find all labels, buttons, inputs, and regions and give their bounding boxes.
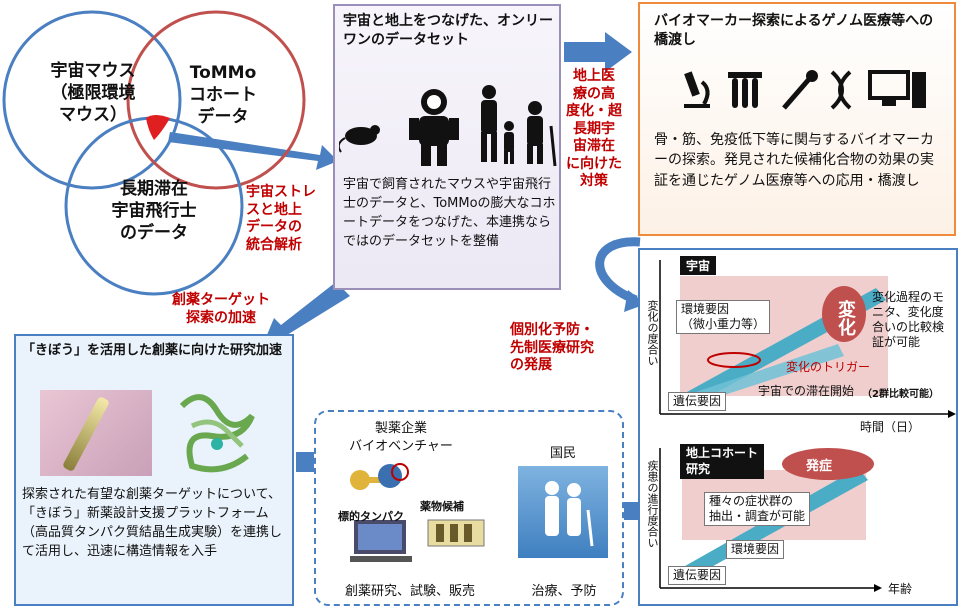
ground-chart-env-factor: 環境要因: [726, 540, 785, 559]
citizens-label: 国民: [549, 446, 576, 461]
astronaut-icon: [409, 89, 459, 166]
ground-chart-symptoms: 種々の症状群の抽出・調査が可能: [704, 492, 811, 526]
ground-chart-onset-label: 発症: [806, 459, 833, 474]
pharma-company-label: 製薬企業バイオベンチャー: [349, 421, 453, 454]
space-chart-stay-start: 宇宙での滞在開始: [758, 384, 855, 398]
space-chart-genetic-factor: 遺伝要因: [668, 392, 727, 411]
ground-chart-xlabel: 年齢: [888, 582, 913, 596]
curved-arrow-biomarker-to-chart: [595, 237, 641, 305]
drug-discovery-illustration: [350, 463, 485, 562]
dataset-icons: [339, 85, 557, 167]
venn-circle-mouse: [2, 10, 182, 190]
space-chart-change-desc: 変化過程のモニタ、変化度 合いの比較検証が可能: [872, 290, 945, 349]
space-chart-env-factor: 環境要因（微小重力等）: [676, 300, 771, 334]
ground-chart-x-arrow: [874, 584, 882, 592]
mouse-icon: [339, 125, 380, 153]
space-chart-xlabel: 時間（日）: [860, 420, 921, 434]
space-chart-x-arrow: [948, 410, 956, 418]
elderly-couple-photo: [518, 466, 608, 558]
family-icon: [481, 85, 557, 167]
treatment-label: 治療、予防: [531, 584, 597, 599]
kibo-body: 探索された有望な創薬ターゲットについて、「きぼう」新薬設計支援プラットフォーム（…: [22, 487, 283, 559]
biomarker-icons: [684, 70, 926, 110]
ground-chart-onset-ellipse: [782, 448, 874, 480]
venn-label-astronaut: 長期滞在宇宙飛行士のデータ: [111, 179, 197, 244]
space-chart-trigger-label: 変化のトリガー: [786, 360, 871, 374]
space-chart-change-ellipse: [822, 286, 866, 342]
venn-circle-tommo: [126, 10, 306, 190]
target-protein-label: 標的タンパク: [338, 510, 404, 523]
label-personalized-medicine: 個別化予防・先制医療研究の発展: [510, 322, 594, 373]
venn-label-mouse: 宇宙マウス（極限環境マウス）: [50, 61, 136, 126]
space-chart-trigger-ellipse: [707, 352, 761, 368]
ground-chart-ylabel: 疾患の進行度合い: [646, 460, 659, 548]
activities-label: 創薬研究、試験、販売: [344, 584, 475, 599]
key-icon: [350, 463, 409, 490]
arrow-dataset-to-biomarker: [564, 32, 632, 72]
space-chart-change-label: 変化: [835, 300, 856, 336]
crystal-shape: [61, 395, 111, 473]
curved-arrow-head: [624, 290, 646, 312]
biomarker-body: 骨・筋、免疫低下等に関与するバイオマーカーの探索。発見された候補化合物の効果の実…: [654, 132, 934, 189]
space-chart-tag: 宇宙: [680, 256, 717, 275]
dataset-body: 宇宙で飼育されたマウスや宇宙飛行士のデータと、ToMMoの膨大なコホートデータを…: [343, 177, 556, 249]
arrow-dataset-to-kibo: [262, 282, 350, 347]
pill-bottles-icon: [427, 519, 485, 547]
test-tubes-icon: [728, 72, 762, 108]
venn-intersection: [146, 115, 170, 140]
elderly-couple-icon: [545, 481, 594, 547]
dataset-title: 宇宙と地上をつなげた、オンリーワンのデータセット: [343, 13, 553, 48]
space-chart: [659, 260, 956, 418]
protein-structure-image: [179, 394, 255, 473]
microscope-icon: [684, 71, 710, 108]
dataset-box: 宇宙と地上をつなげた、オンリーワンのデータセット: [333, 4, 561, 290]
arrow-venn-to-dataset: [168, 132, 338, 170]
space-chart-comparison: （2群比較可能）: [862, 389, 939, 400]
space-chart-ylabel: 変化の度合い: [646, 300, 659, 366]
computer-icon: [868, 70, 926, 108]
label-drug-target: 創薬ターゲット探索の加速: [172, 292, 270, 326]
computer-icon: [350, 520, 412, 562]
label-integrated-analysis: 宇宙ストレスと地上 データの統合解析: [246, 184, 316, 253]
ground-chart-genetic-factor: 遺伝要因: [668, 566, 727, 585]
pharma-citizens-box: 製薬企業バイオベンチャー 標的タンパク 薬物候補 創薬研究、試験、販売 国民: [314, 410, 624, 606]
crystal-photo: [40, 390, 152, 476]
kibo-box: 「きぼう」を活用した創薬に向けた研究加速 探索された有望な創薬ターゲットについて…: [14, 334, 294, 606]
biomarker-title: バイオマーカー探索によるゲノム医療等への橋渡し: [654, 13, 934, 48]
pipette-icon: [782, 70, 818, 110]
kibo-title: 「きぼう」を活用した創薬に向けた研究加速: [22, 343, 283, 358]
label-aging-measures: 地上医療の高度化・超 長期宇宙滞在に向けた 対策: [566, 68, 622, 189]
ground-chart-tag: 地上コホート研究: [680, 444, 765, 480]
drug-candidate-label: 薬物候補: [420, 500, 464, 513]
biomarker-box: バイオマーカー探索によるゲノム医療等への橋渡し 骨・筋、免疫低下等に関与するバイ…: [638, 2, 956, 236]
dna-icon: [830, 70, 852, 110]
